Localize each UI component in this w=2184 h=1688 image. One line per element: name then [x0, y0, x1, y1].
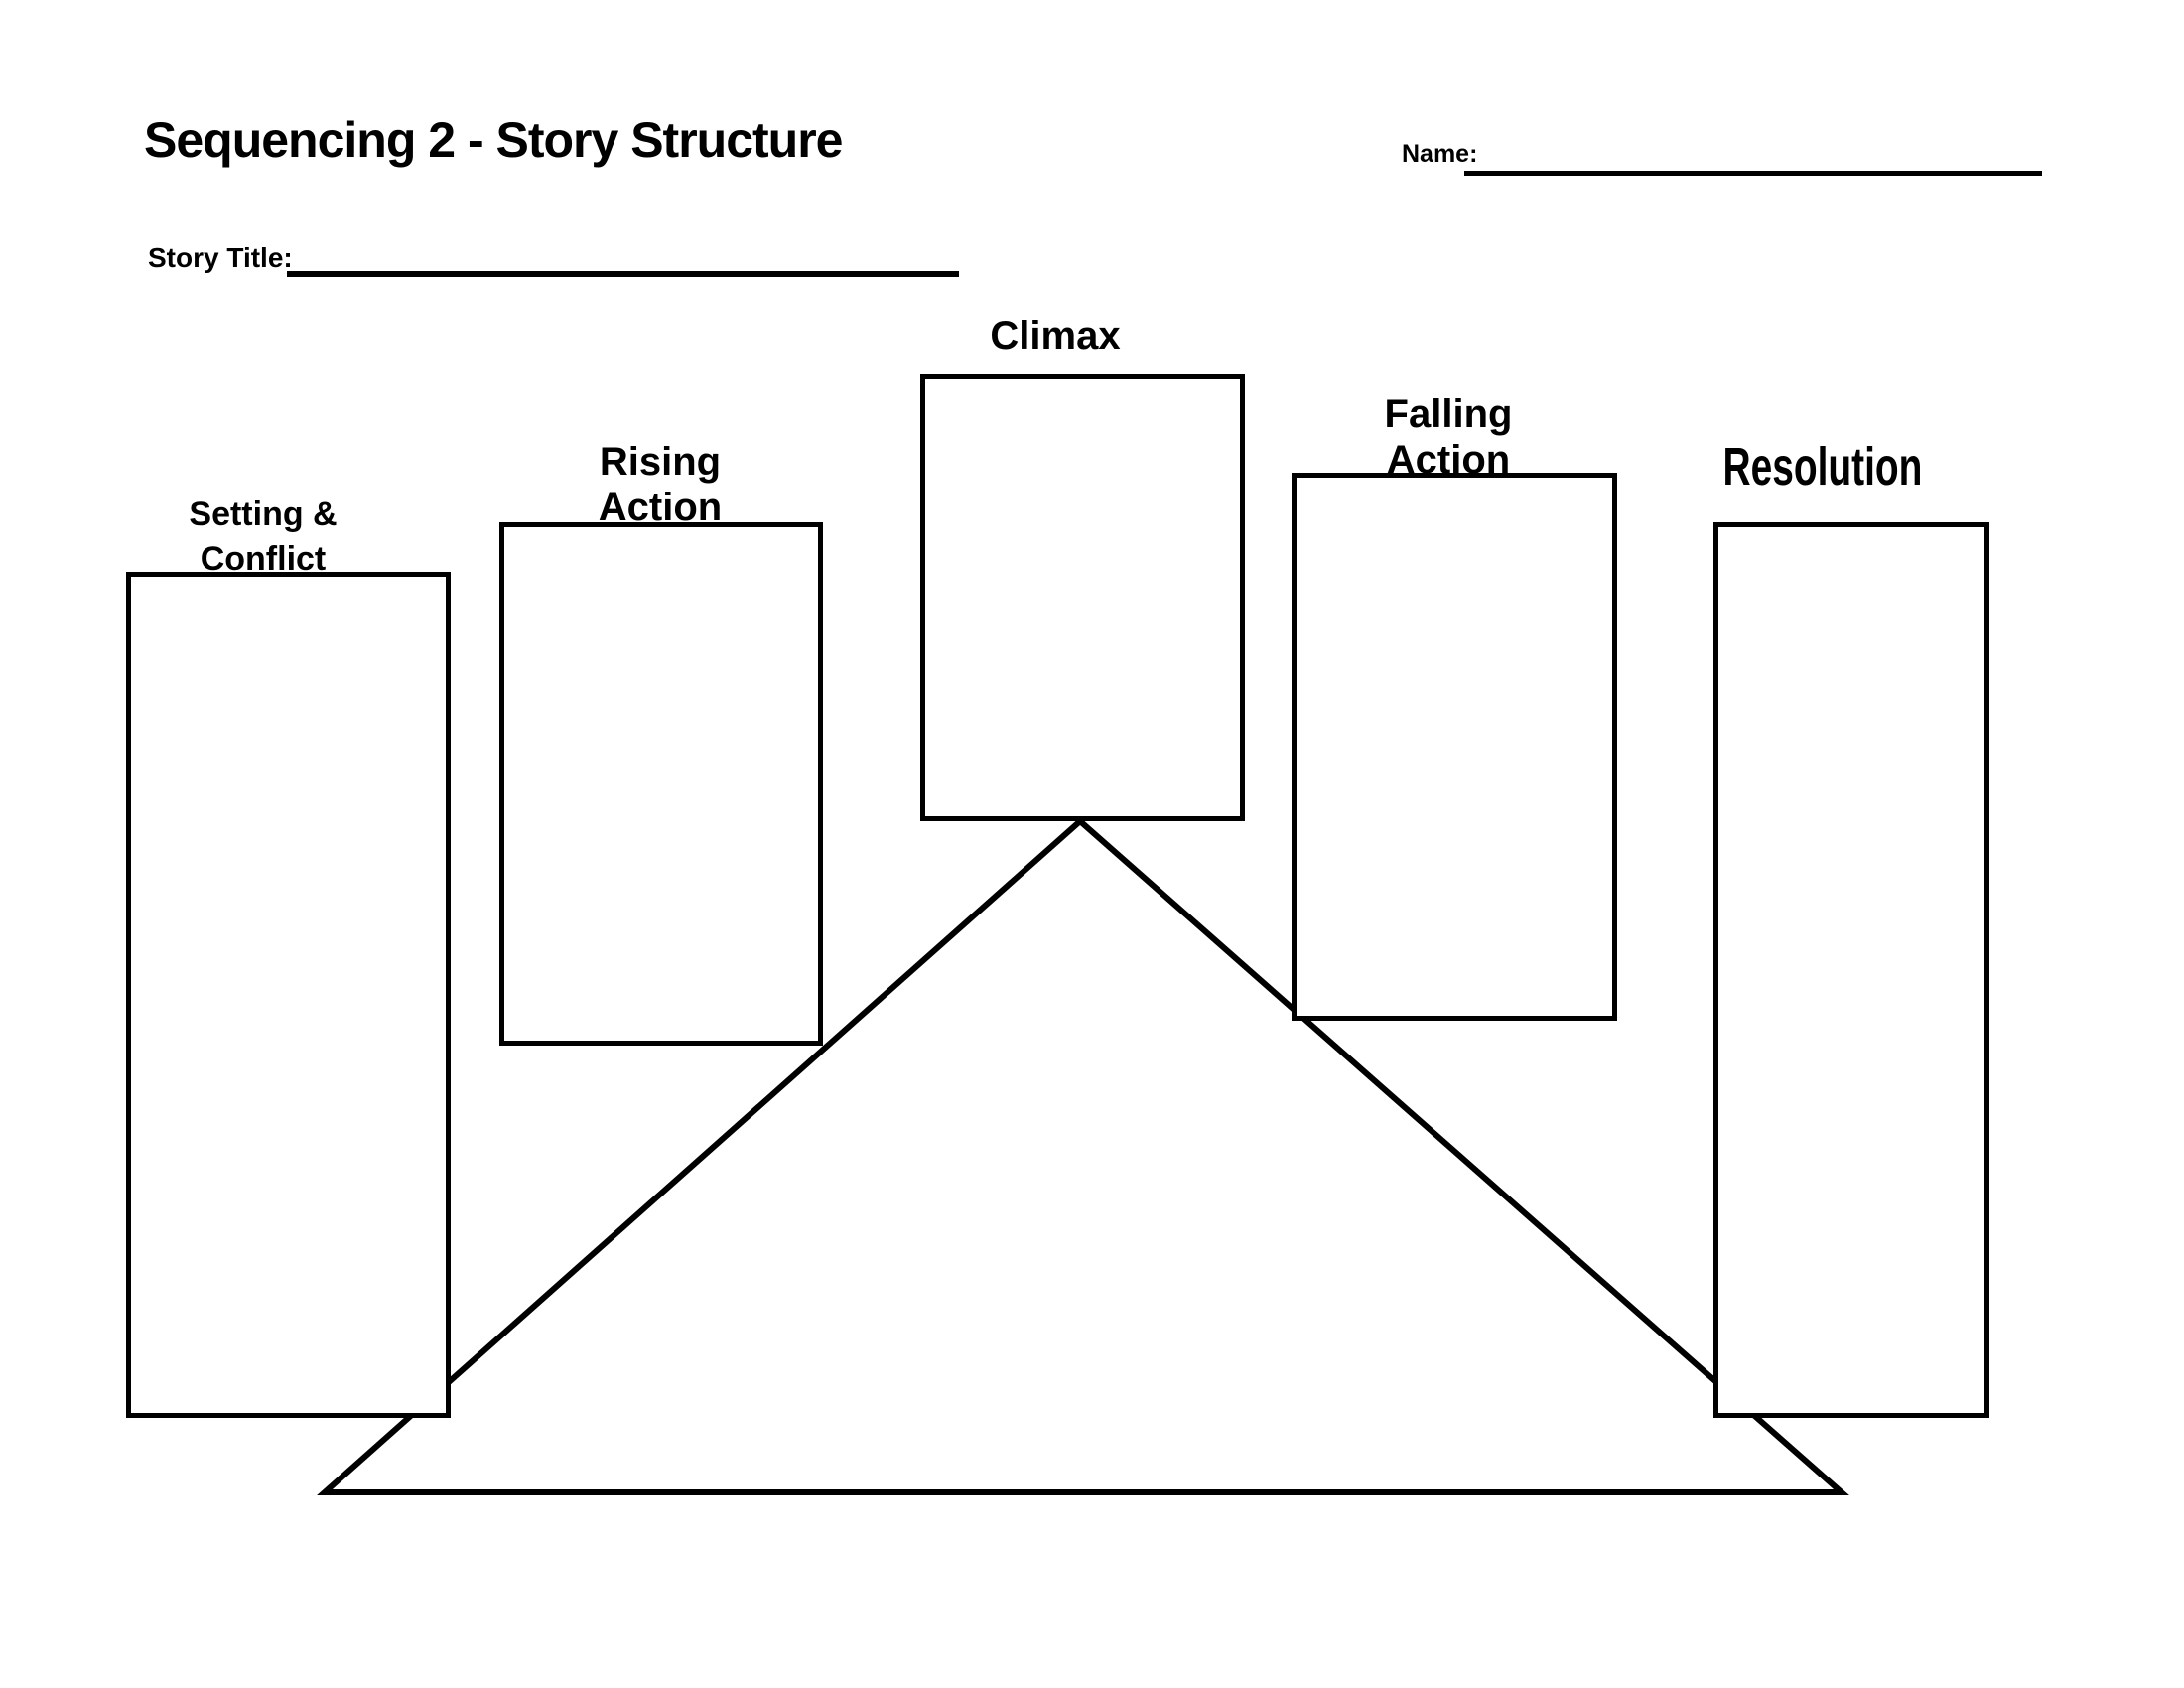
- stage-label-rising-action: Rising Action: [598, 440, 723, 529]
- stage-box-rising-action-content[interactable]: [504, 527, 818, 1041]
- stage-label-resolution: Resolution: [1722, 437, 1923, 496]
- story-title-input-line[interactable]: [287, 271, 959, 277]
- stage-box-falling-action-content[interactable]: [1297, 478, 1612, 1016]
- stage-box-falling-action[interactable]: [1292, 473, 1617, 1021]
- stage-box-climax[interactable]: [920, 374, 1245, 821]
- stage-box-resolution[interactable]: [1713, 522, 1989, 1418]
- page-title: Sequencing 2 - Story Structure: [144, 112, 843, 168]
- stage-box-rising-action[interactable]: [499, 522, 823, 1046]
- story-title-label: Story Title:: [148, 242, 293, 273]
- stage-box-resolution-content[interactable]: [1718, 527, 1984, 1413]
- stage-box-setting-conflict[interactable]: [126, 572, 451, 1418]
- name-input-line[interactable]: [1464, 171, 2042, 176]
- stage-box-setting-conflict-content[interactable]: [131, 577, 446, 1413]
- name-label: Name:: [1402, 140, 1478, 168]
- stage-box-climax-content[interactable]: [925, 379, 1240, 816]
- stage-label-setting-conflict: Setting & Conflict: [189, 495, 338, 578]
- stage-label-climax: Climax: [990, 314, 1121, 357]
- stage-label-falling-action: Falling Action: [1384, 392, 1513, 482]
